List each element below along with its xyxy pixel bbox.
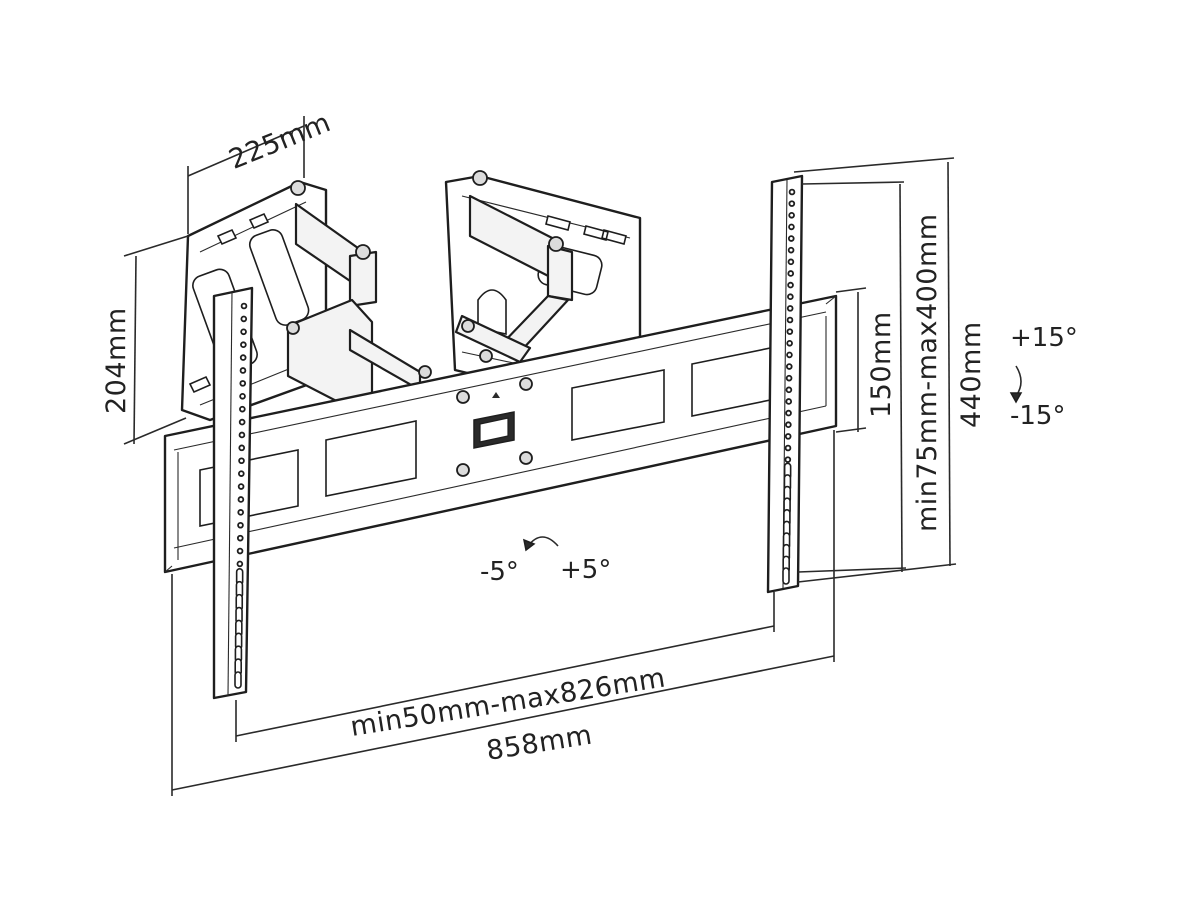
dim-vesa-horizontal: min50mm-max826mm: [235, 592, 775, 743]
tilt-down-label: -15°: [1010, 401, 1065, 431]
bracket-hole: [784, 456, 792, 463]
dim-204: 204mm: [101, 235, 189, 445]
bracket-hole: [787, 246, 795, 254]
dim-vesa-vertical-label: min75mm-max400mm: [912, 213, 943, 532]
bracket-hole: [787, 235, 795, 242]
bracket-hole: [237, 521, 244, 529]
bracket-hole: [786, 351, 793, 359]
dim-225-label: 225mm: [225, 107, 335, 176]
bracket-hole: [784, 444, 792, 452]
bracket-hole: [238, 418, 246, 426]
bracket-hole: [788, 188, 796, 196]
bracket-hole: [788, 211, 795, 219]
bracket-hole: [787, 293, 794, 301]
bracket-hole: [785, 398, 793, 405]
swivel-indicator: -5° +5°: [480, 536, 611, 587]
bracket-hole: [787, 270, 795, 277]
bracket-hole: [785, 421, 792, 429]
right-bracket-holes: [782, 188, 796, 585]
bracket-hole: [788, 223, 795, 231]
swivel-left-label: -5°: [480, 557, 519, 587]
bracket-hole: [785, 386, 793, 394]
bracket-hole: [784, 433, 792, 440]
dim-rail-height-label: 150mm: [866, 311, 897, 418]
bracket-hole: [785, 363, 793, 370]
bracket-hole: [788, 200, 796, 207]
bracket-hole: [786, 339, 793, 347]
bracket-hole: [786, 316, 794, 324]
bracket-hole: [240, 315, 248, 323]
dim-overall-height: 440mm: [793, 157, 987, 583]
bracket-hole: [239, 354, 247, 361]
dim-rail-height: 150mm: [835, 287, 897, 433]
bracket-hole: [238, 470, 245, 477]
dim-overall-width-label: 858mm: [484, 720, 594, 767]
dim-vesa-vertical: min75mm-max400mm: [797, 181, 943, 573]
bracket-hole: [785, 409, 792, 417]
bracket-hole: [240, 341, 247, 348]
bracket-hole: [239, 380, 247, 387]
dim-204-label: 204mm: [101, 307, 132, 414]
bracket-hole: [787, 258, 795, 266]
bracket-hole: [239, 392, 246, 400]
bracket-hole: [239, 405, 246, 413]
bracket-slot: [234, 671, 242, 689]
bracket-hole: [237, 483, 245, 490]
bracket-hole: [238, 444, 246, 452]
bracket-hole: [237, 509, 244, 516]
bracket-hole: [240, 328, 247, 336]
bracket-hole: [237, 496, 245, 503]
left-vertical-bracket: [212, 286, 254, 700]
dim-overall-height-label: 440mm: [956, 321, 987, 428]
left-bracket-holes: [234, 302, 248, 689]
bracket-hole: [240, 302, 248, 310]
swivel-right-label: +5°: [560, 555, 611, 585]
bracket-hole: [238, 431, 246, 439]
bracket-hole: [786, 305, 794, 312]
bracket-hole: [787, 281, 794, 289]
bracket-slot: [782, 567, 790, 585]
bracket-hole: [239, 367, 247, 374]
bracket-hole: [236, 534, 244, 542]
tilt-up-label: +15°: [1010, 323, 1078, 353]
tilt-indicator: +15° -15°: [1009, 323, 1078, 431]
bracket-hole: [236, 547, 244, 555]
bracket-hole: [786, 328, 794, 335]
bracket-hole: [785, 374, 793, 382]
bracket-hole: [236, 560, 244, 568]
bracket-hole: [238, 457, 245, 465]
left-arm: [286, 180, 432, 410]
